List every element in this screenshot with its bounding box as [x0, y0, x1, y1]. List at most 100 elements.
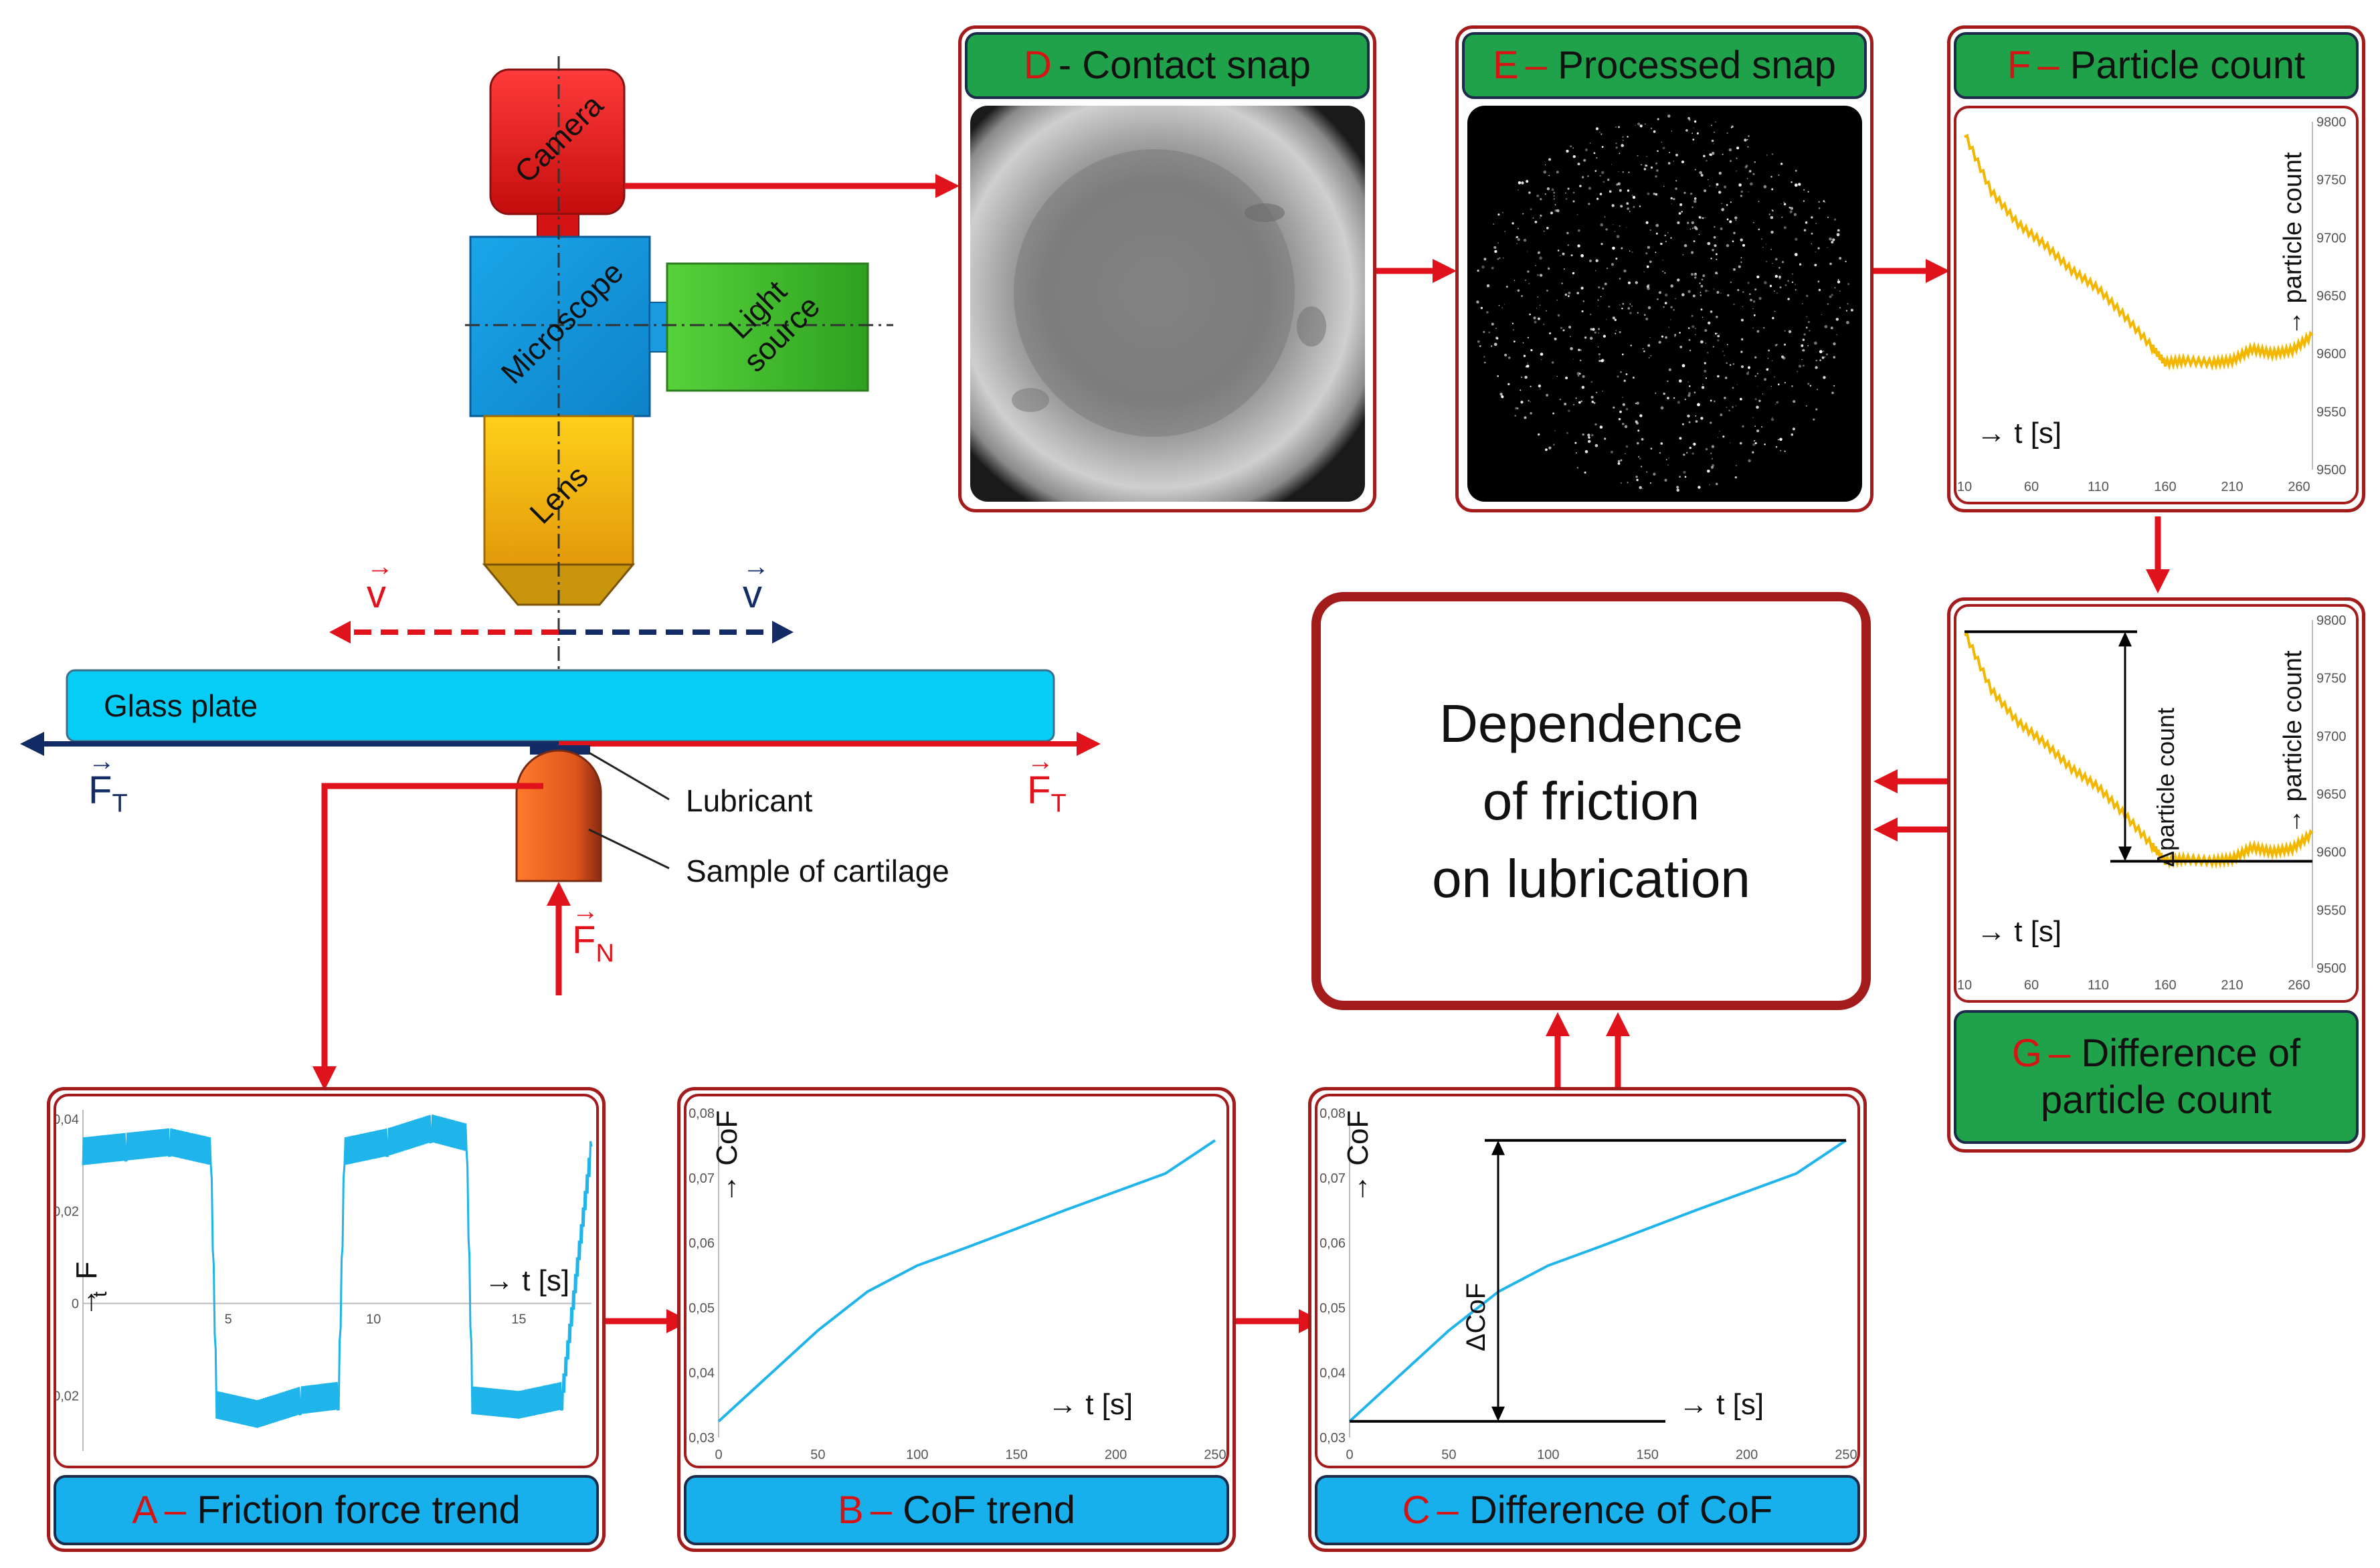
- panel-a-title: A– Friction force trend: [54, 1475, 599, 1545]
- x-tick-label: 100: [1537, 1448, 1559, 1462]
- light-source-box: [666, 262, 869, 392]
- delta-arrowhead-bottom: [1491, 1406, 1505, 1422]
- y-tick-label: 9750: [2316, 173, 2347, 188]
- y-tick-label: 0,06: [1319, 1236, 1346, 1251]
- ft-right-label: →FT: [1027, 747, 1067, 818]
- y-tick-label: -0,02: [56, 1389, 79, 1403]
- velocity-right-label: →v: [743, 552, 769, 616]
- y-tick-label: 0,07: [1319, 1171, 1346, 1186]
- x-tick-label: 10: [1957, 978, 1972, 993]
- y-tick-label: 0,07: [689, 1171, 715, 1186]
- x-tick-label: 160: [2154, 978, 2176, 993]
- y-tick-label: 9750: [2316, 672, 2347, 686]
- y-tick-label: 9650: [2316, 787, 2347, 802]
- x-tick-label: 15: [511, 1312, 526, 1327]
- fn-label: →FN: [572, 896, 614, 968]
- microscope-body: [469, 235, 651, 417]
- y-tick-label: 9550: [2316, 405, 2347, 419]
- y-tick-label: 0,08: [689, 1106, 715, 1121]
- processed-snap-image: [1467, 106, 1862, 502]
- y-tick-label: 9700: [2316, 231, 2347, 246]
- y-tick-label: 0,05: [1319, 1301, 1346, 1316]
- x-tick-label: 260: [2288, 978, 2310, 993]
- x-tick-label: 160: [2154, 480, 2176, 494]
- series-line: [1348, 1139, 1847, 1423]
- ft-left-label: →FT: [88, 747, 128, 818]
- y-tick-label: 0,05: [689, 1301, 715, 1316]
- x-axis-label: → t [s]: [1977, 417, 2062, 450]
- y-tick-label: 0: [72, 1296, 79, 1311]
- x-tick-label: 60: [2024, 978, 2039, 993]
- x-tick-label: 150: [1006, 1448, 1028, 1462]
- y-tick-label: 9800: [2316, 613, 2347, 628]
- y-tick-label: 0,04: [56, 1112, 79, 1127]
- microscope-port: [649, 302, 668, 353]
- x-tick-label: 60: [2024, 480, 2039, 494]
- y-tick-label: 0,08: [1319, 1106, 1346, 1121]
- delta-arrowhead-bottom: [2118, 846, 2132, 862]
- panel-g-title: G– Difference of particle count: [1954, 1010, 2359, 1144]
- panel-e-title: E– Processed snap: [1462, 32, 1867, 99]
- x-tick-label: 210: [2221, 480, 2243, 494]
- y-tick-label: 9550: [2316, 903, 2347, 918]
- y-tick-label: 0,03: [689, 1431, 715, 1446]
- panel-c-title: C– Difference of CoF: [1315, 1475, 1860, 1545]
- series-line: [82, 1114, 593, 1428]
- y-tick-label: 0,03: [1319, 1431, 1346, 1446]
- x-tick-label: 50: [810, 1448, 825, 1462]
- y-axis-label: → particle count: [2279, 152, 2307, 336]
- y-axis-label: → particle count: [2279, 650, 2307, 834]
- series-line: [717, 1139, 1216, 1423]
- x-tick-label: 210: [2221, 978, 2243, 993]
- delta-arrowhead-top: [2118, 631, 2132, 647]
- x-tick-label: 5: [225, 1312, 232, 1327]
- x-axis-label: → t [s]: [1977, 915, 2062, 948]
- panel-f-title: F– Particle count: [1954, 32, 2359, 99]
- x-tick-label: 250: [1204, 1448, 1226, 1462]
- x-axis-label: → t [s]: [1048, 1388, 1133, 1421]
- panel-b-title: B– CoF trend: [684, 1475, 1229, 1545]
- y-tick-label: 0,02: [56, 1205, 79, 1219]
- x-tick-label: 0: [1346, 1448, 1353, 1462]
- x-tick-label: 150: [1637, 1448, 1659, 1462]
- lubricant-label: Lubricant: [686, 783, 813, 818]
- x-axis-label: → t [s]: [1679, 1388, 1764, 1421]
- x-tick-label: 100: [906, 1448, 928, 1462]
- y-axis-label: → F: [70, 1262, 103, 1317]
- y-tick-label: 9500: [2316, 463, 2347, 478]
- delta-particle-count-label: Δparticle count: [2152, 708, 2179, 867]
- x-tick-label: 200: [1105, 1448, 1127, 1462]
- x-tick-label: 0: [715, 1448, 722, 1462]
- y-axis-label: → CoF: [711, 1110, 743, 1203]
- y-axis-label-sub: t: [89, 1291, 111, 1297]
- sample-label: Sample of cartilage: [686, 854, 949, 888]
- velocity-left-label: →v: [367, 552, 393, 616]
- series-line: [1964, 134, 2314, 371]
- y-axis-label: → CoF: [1342, 1110, 1374, 1203]
- y-tick-label: 0,04: [1319, 1366, 1346, 1381]
- y-tick-label: 9500: [2316, 961, 2347, 976]
- delta-cof-label: ΔCoF: [1461, 1283, 1491, 1351]
- x-tick-label: 260: [2288, 480, 2310, 494]
- y-tick-label: 9600: [2316, 347, 2347, 362]
- x-tick-label: 250: [1835, 1448, 1857, 1462]
- y-tick-label: 9650: [2316, 289, 2347, 304]
- panel-d-title: D- Contact snap: [965, 32, 1370, 99]
- x-tick-label: 200: [1736, 1448, 1758, 1462]
- delta-arrowhead-top: [1491, 1140, 1505, 1155]
- y-tick-label: 9600: [2316, 846, 2347, 860]
- series-line: [1964, 632, 2314, 870]
- x-tick-label: 110: [2088, 480, 2109, 494]
